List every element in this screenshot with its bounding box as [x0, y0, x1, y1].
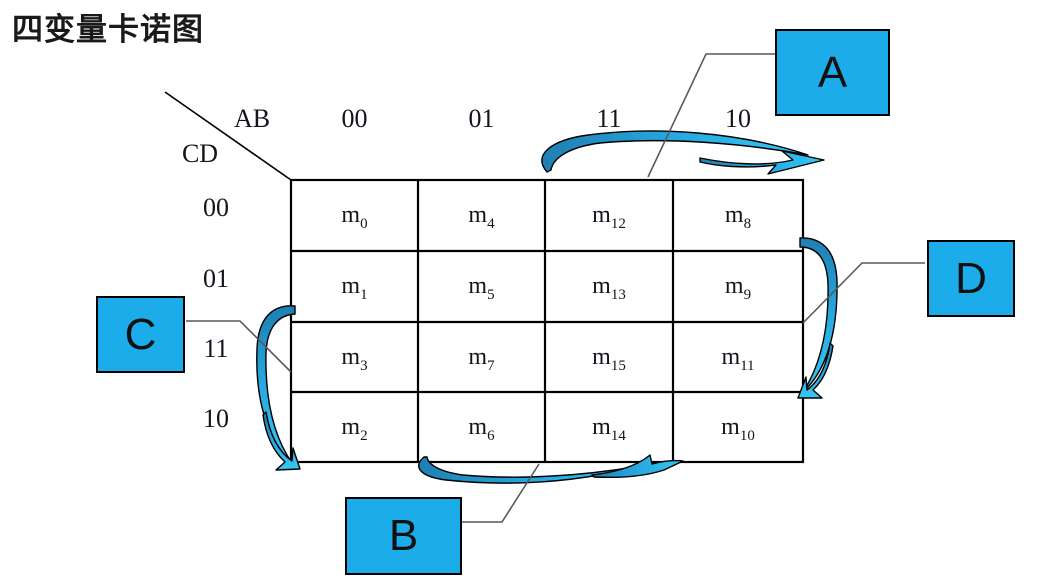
kmap-cell-m3: m3	[341, 343, 368, 374]
callout-box-b: B	[345, 497, 462, 575]
kmap-cell-m15: m15	[592, 343, 626, 374]
kmap-grid-lines	[289, 178, 805, 464]
kmap-cell-m9: m9	[724, 273, 752, 303]
kmap-cell-m7: m7	[468, 343, 495, 374]
col-header-10: 10	[725, 104, 751, 133]
col-header-00: 00	[341, 104, 368, 133]
leader-line-b	[462, 463, 540, 523]
col-header-11: 11	[596, 104, 622, 133]
leader-line-d	[802, 262, 925, 324]
kmap-cell-m13: m13	[592, 273, 626, 303]
region-arrow-a-icon	[541, 130, 825, 175]
kmap-cell-m11: m11	[721, 343, 755, 374]
col-header-01: 01	[468, 104, 495, 133]
kmap-cell-m14: m14	[592, 413, 626, 444]
row-header-01: 01	[203, 263, 229, 293]
kmap-cell-m1: m1	[341, 273, 368, 303]
kmap-cell-m4: m4	[468, 202, 495, 232]
row-header-00: 00	[203, 192, 229, 222]
region-arrow-d-icon	[797, 237, 838, 399]
kmap-cell-m6: m6	[468, 413, 495, 444]
kmap-cell-m5: m5	[468, 273, 495, 303]
axis-label-cd: CD	[181, 139, 219, 168]
callout-box-d: D	[927, 240, 1015, 317]
row-header-11: 11	[203, 334, 229, 363]
leader-line-a	[647, 53, 775, 178]
axis-label-ab: AB	[233, 104, 271, 133]
row-header-10: 10	[203, 404, 229, 433]
kmap-cell-m2: m2	[341, 413, 368, 444]
region-arrow-b-icon	[418, 454, 684, 484]
kmap-cell-m0: m0	[341, 202, 368, 232]
callout-leader-lines	[186, 53, 925, 523]
axis-diagonal-line	[164, 91, 292, 181]
kmap-cell-m10: m10	[721, 413, 755, 444]
callout-box-a: A	[775, 29, 890, 116]
region-arrow-c-icon	[256, 305, 301, 471]
page-title: 四变量卡诺图	[12, 12, 204, 47]
leader-line-c	[186, 320, 292, 373]
callout-box-c: C	[96, 296, 185, 373]
kmap-cell-m12: m12	[592, 202, 626, 232]
kmap-cell-m8: m8	[724, 202, 752, 232]
